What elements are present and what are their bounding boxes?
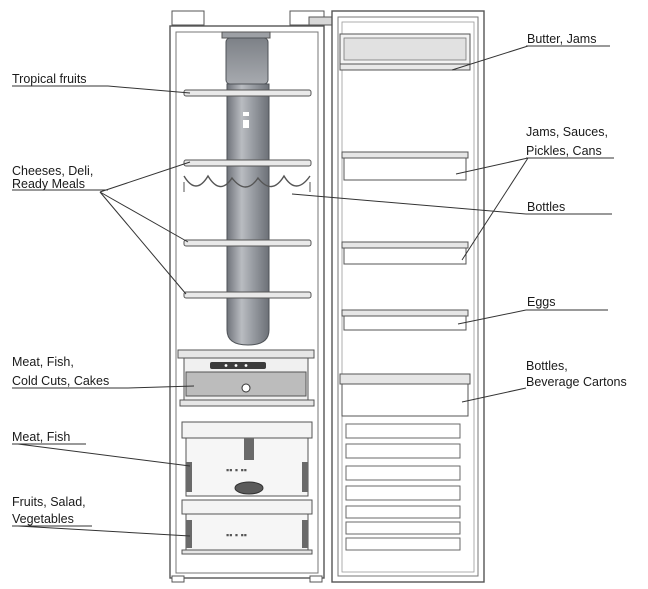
label-butter-jams: Butter, Jams — [527, 32, 596, 46]
labels: Tropical fruits Cheeses, Deli, Ready Mea… — [12, 32, 627, 526]
door-bins — [339, 33, 471, 417]
shelf-3 — [183, 239, 312, 247]
air-tower — [221, 31, 271, 346]
label-meat-fish-cakes-line1: Meat, Fish, — [12, 355, 74, 369]
shelf-1 — [183, 89, 312, 97]
label-tropical-fruits: Tropical fruits — [12, 72, 87, 86]
leader-lines — [12, 45, 614, 537]
svg-text:▪▪ ▪ ▪▪: ▪▪ ▪ ▪▪ — [226, 530, 247, 540]
bottle-rack — [183, 174, 311, 188]
label-bottles-cartons-line1: Bottles, — [526, 359, 568, 373]
label-fruits-line2: Vegetables — [12, 512, 74, 526]
shelf-4 — [183, 291, 312, 299]
shelf-2 — [183, 159, 312, 167]
door-ribs — [345, 423, 461, 551]
label-meat-fish-cakes-line2: Cold Cuts, Cakes — [12, 374, 109, 388]
shelves — [183, 89, 312, 299]
label-bottles-cartons-line2: Beverage Cartons — [526, 375, 627, 389]
crisper-drawers: ▪▪ ▪ ▪▪ ▪▪ ▪ ▪▪ — [181, 421, 313, 555]
label-eggs: Eggs — [527, 295, 556, 309]
label-cheeses-line2: Ready Meals — [12, 177, 85, 191]
label-fruits-line1: Fruits, Salad, — [12, 495, 86, 509]
label-jams-sauces-line1: Jams, Sauces, — [526, 125, 608, 139]
label-bottles: Bottles — [527, 200, 565, 214]
svg-text:▪▪ ▪ ▪▪: ▪▪ ▪ ▪▪ — [226, 465, 247, 475]
label-cheeses-line1: Cheeses, Deli, — [12, 164, 93, 178]
chill-drawer — [177, 349, 315, 407]
label-jams-sauces-line2: Pickles, Cans — [526, 144, 602, 158]
label-meat-fish: Meat, Fish — [12, 430, 70, 444]
